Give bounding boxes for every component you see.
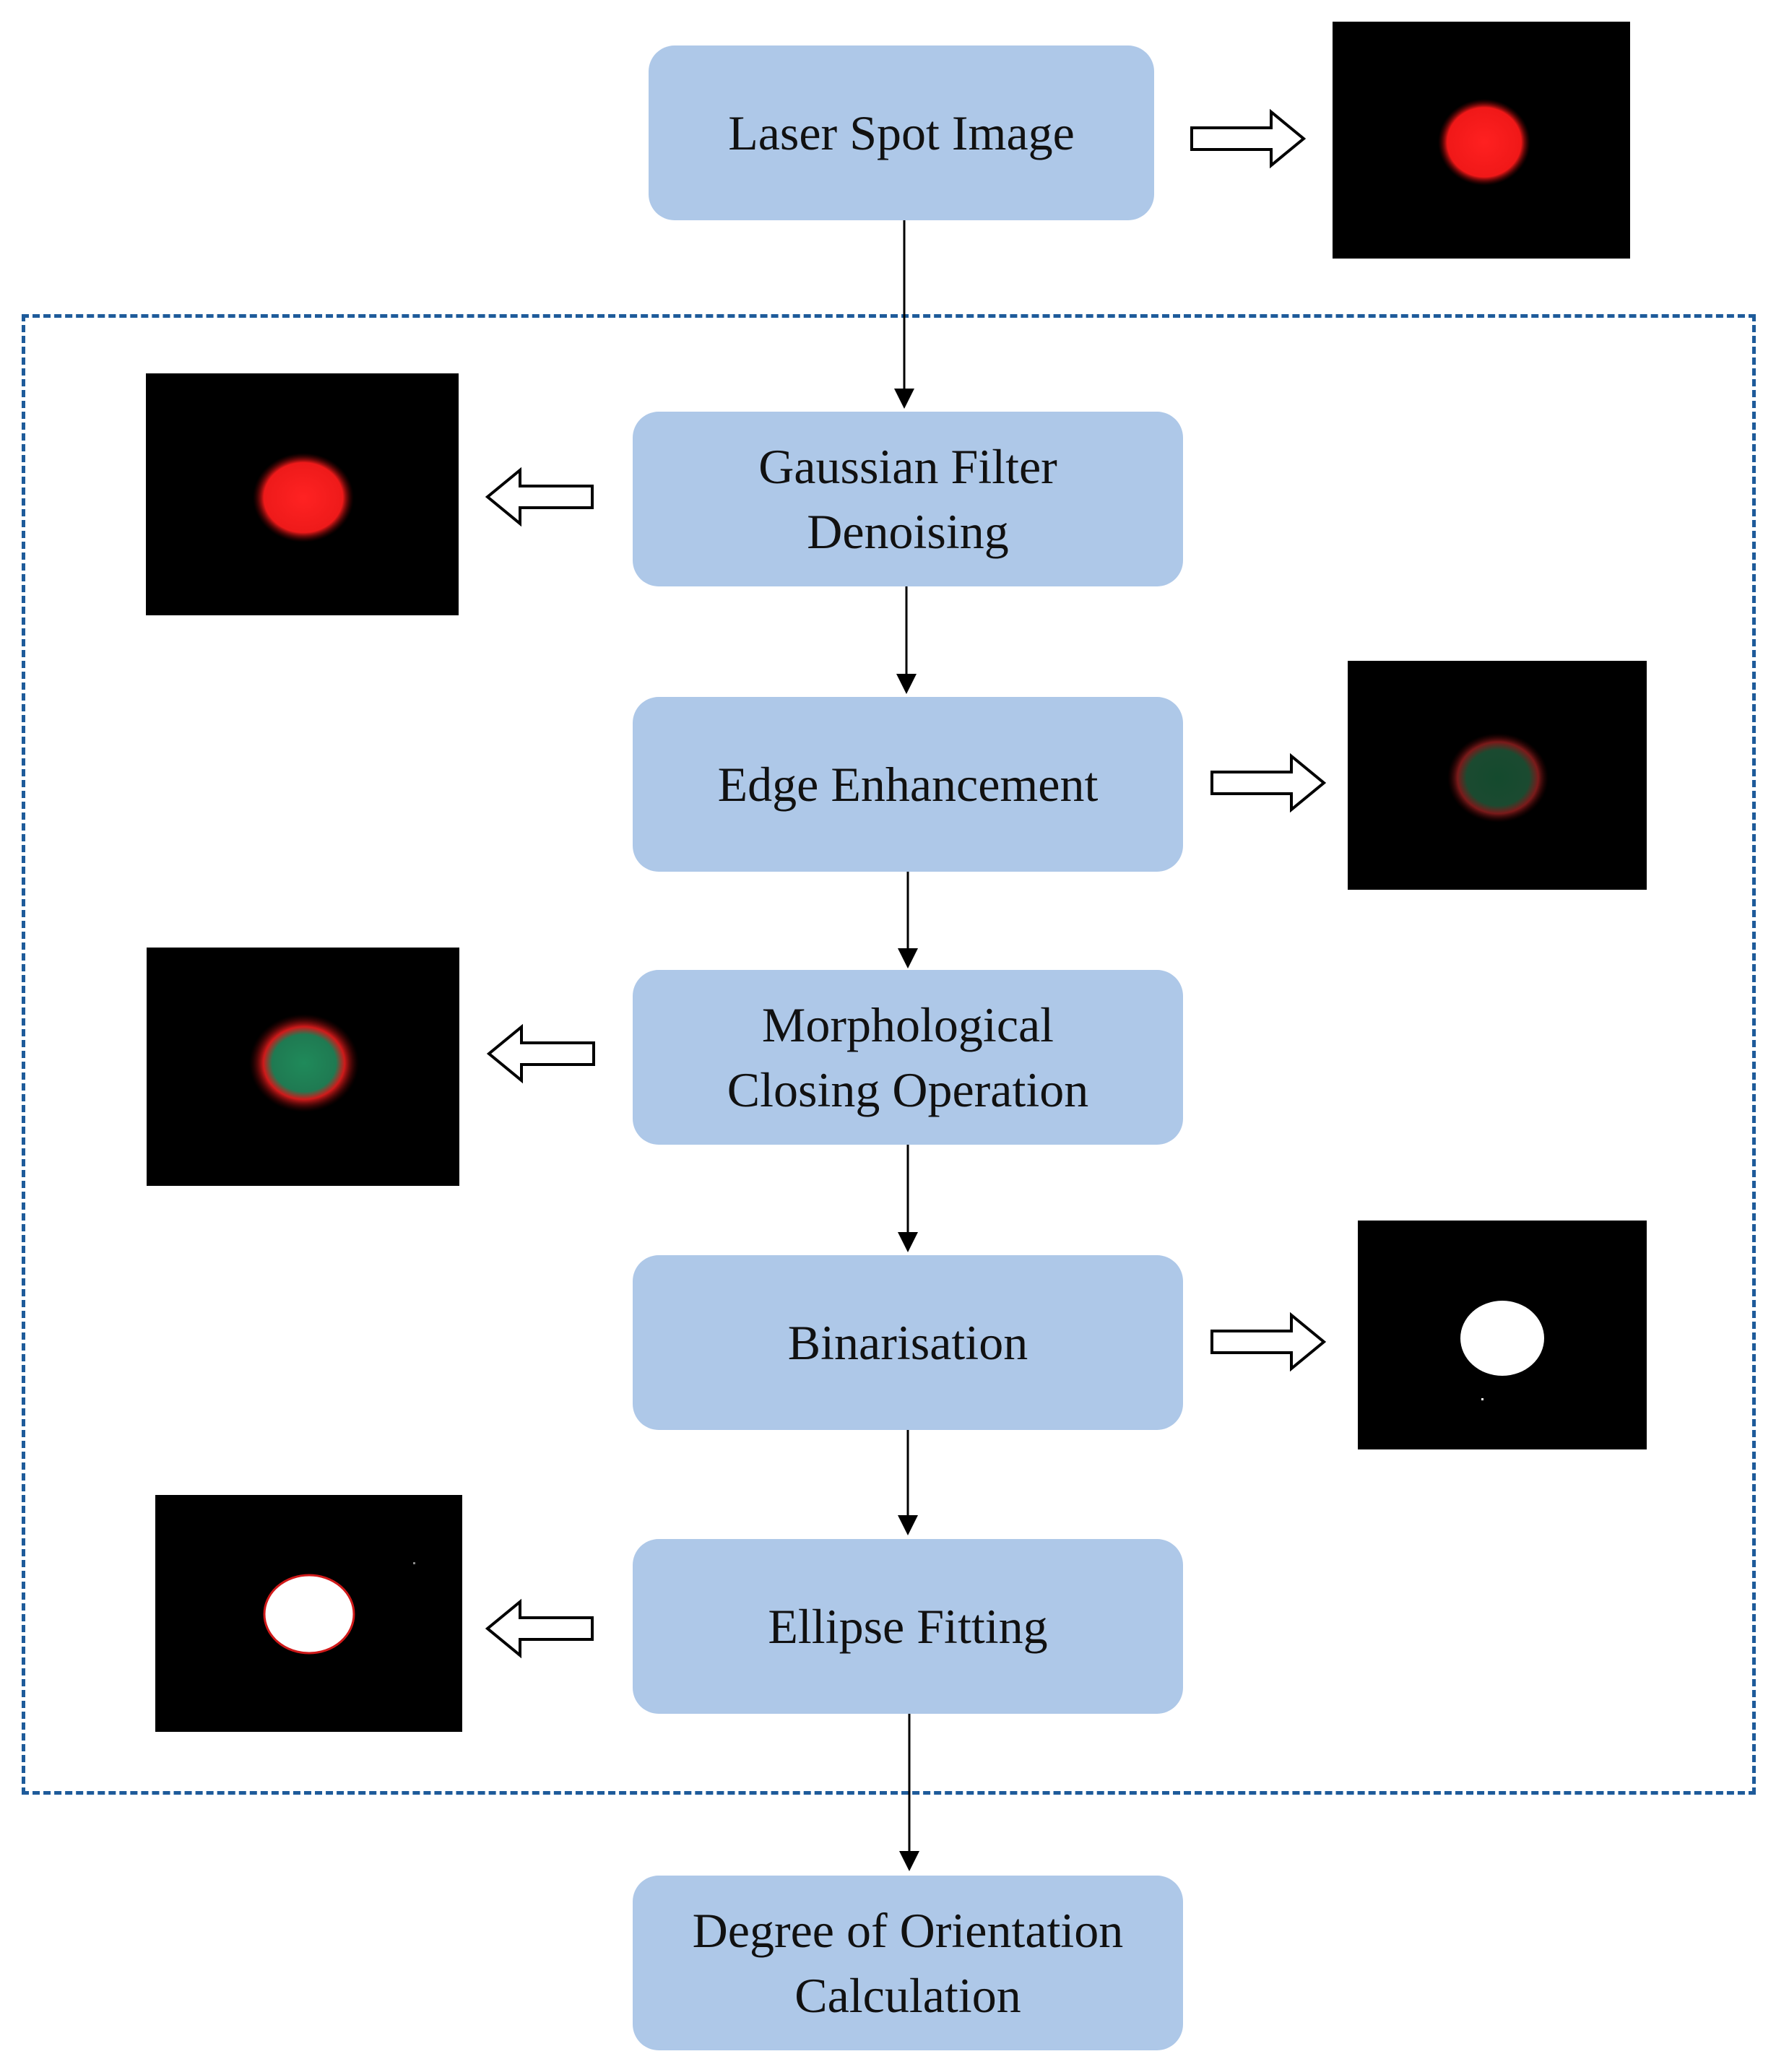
flow-arrows: [894, 220, 919, 1871]
blurred-red-spot-image: [253, 453, 354, 542]
step-label-line1: Gaussian Filter: [758, 439, 1057, 494]
step-gaussian-filter-denoising: Gaussian Filter Denoising: [633, 412, 1183, 586]
step-edge-enhancement: Edge Enhancement: [633, 697, 1183, 872]
step-ellipse-fitting: Ellipse Fitting: [633, 1539, 1183, 1714]
red-spot-image: [1438, 99, 1530, 186]
hollow-arrow-left-3: [485, 1598, 594, 1659]
thumbnail-binarisation: [1358, 1221, 1647, 1449]
thumbnail-morphological: [147, 948, 459, 1186]
thumbnail-laser-spot: [1333, 22, 1630, 259]
hollow-arrow-left-1: [485, 467, 594, 527]
hollow-arrow-right-1: [1190, 108, 1307, 169]
hollow-arrows: [485, 108, 1327, 1659]
binary-spot-image: [1460, 1301, 1544, 1400]
step-binarisation: Binarisation: [633, 1255, 1183, 1430]
step-label-line2: Calculation: [794, 1968, 1021, 2023]
step-label-line2: Closing Operation: [727, 1062, 1089, 1117]
step-label: Binarisation: [787, 1315, 1028, 1370]
edge-enhanced-spot-image: [1447, 733, 1548, 823]
thumbnail-gaussian: [146, 373, 459, 615]
step-morphological-closing: Morphological Closing Operation: [633, 970, 1183, 1145]
step-laser-spot-image: Laser Spot Image: [649, 45, 1154, 220]
step-label: Ellipse Fitting: [768, 1599, 1048, 1654]
step-label-line2: Denoising: [807, 504, 1009, 559]
step-label-line1: Morphological: [761, 997, 1054, 1052]
processing-region: [22, 314, 1756, 1795]
thumbnail-ellipse-fitting: [155, 1495, 462, 1732]
step-label: Laser Spot Image: [728, 105, 1075, 160]
closed-spot-image: [249, 1014, 359, 1112]
thumbnail-edge-enhancement: [1348, 661, 1647, 890]
hollow-arrow-right-3: [1210, 1312, 1327, 1372]
hollow-arrow-right-2: [1210, 753, 1327, 813]
step-label: Edge Enhancement: [717, 757, 1099, 812]
hollow-arrow-left-2: [486, 1023, 595, 1084]
step-degree-of-orientation: Degree of Orientation Calculation: [633, 1876, 1183, 2050]
fitted-ellipse-image: [263, 1562, 415, 1655]
step-label-line1: Degree of Orientation: [692, 1903, 1124, 1958]
